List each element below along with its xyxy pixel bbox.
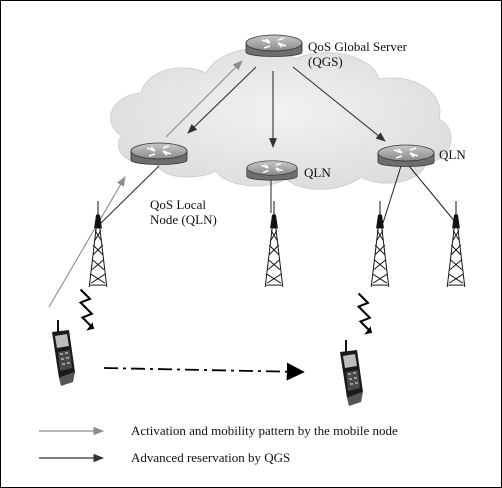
radio-tower-icon [88,201,108,288]
qgs-label-line2: (QGS) [308,54,343,69]
qgs-label-line1: QoS Global Server [308,39,407,54]
wireless-signal-icon [357,292,373,336]
legend-activation-label: Activation and mobility pattern by the m… [131,423,398,438]
qln-right-router-icon [377,144,435,168]
qln-center-router-icon [246,160,298,181]
network-cloud [110,47,452,190]
qgs-router-icon [245,34,303,58]
qln-left-label-line2: Node (QLN) [150,212,217,227]
tower-links [100,165,457,224]
mobile-phone-icon [338,339,365,408]
qln-left-label-line1: QoS Local [150,197,206,212]
qln-center-label: QLN [304,165,331,180]
qln-left-label: QoS Local Node (QLN) [150,197,217,227]
wireless-signal-icon [79,288,95,332]
qln-right-label: QLN [439,147,466,162]
mobile-phone-icon [50,319,77,388]
legend-reservation-label: Advanced reservation by QGS [131,450,291,465]
qgs-label: QoS Global Server (QGS) [308,39,407,69]
activation-arrows [48,60,243,308]
radio-tower-icon [264,201,284,288]
mobility-arrow [103,362,305,381]
radio-tower-icon [446,201,466,288]
qln-left-router-icon [130,142,188,166]
reservation-arrows [187,66,386,148]
